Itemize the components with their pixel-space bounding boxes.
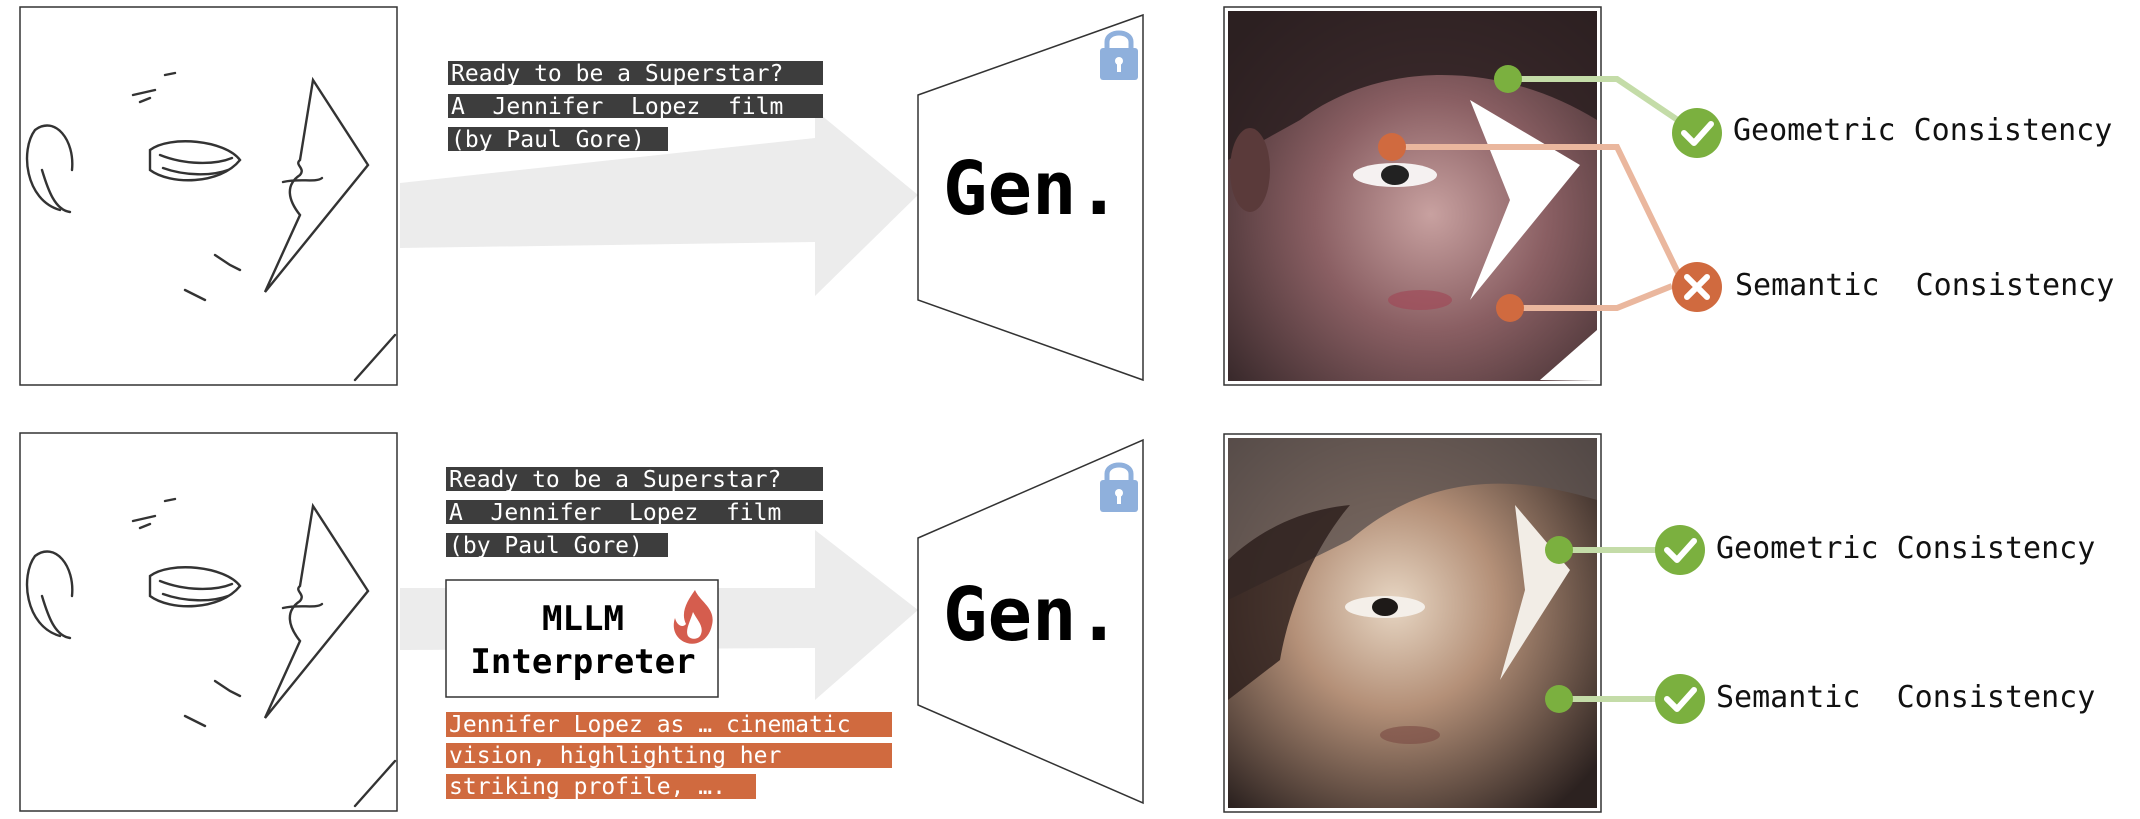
sketch-input-image <box>19 6 398 386</box>
generator-label: Gen. <box>943 146 1121 232</box>
anchor-point <box>1494 65 1522 93</box>
interpreted-line: Jennifer Lopez as … cinematic <box>449 712 851 738</box>
interpreter-label: MLLM <box>542 599 624 639</box>
consistency-links <box>1392 76 1699 311</box>
prompt-line: (by Paul Gore) <box>451 127 645 153</box>
text-prompt: Ready to be a Superstar? A Jennifer Lope… <box>446 467 823 559</box>
generated-image-baseline <box>1223 6 1602 386</box>
prompt-line: A Jennifer Lopez film <box>451 94 783 120</box>
check-circle-icon <box>1655 674 1705 724</box>
anchor-point <box>1496 294 1524 322</box>
semantic-consistency-label: Semantic Consistency <box>1716 680 2095 715</box>
generated-image-interpreted <box>1223 433 1602 813</box>
lock-icon <box>1100 30 1138 80</box>
interpreter-label: Interpreter <box>470 642 695 682</box>
semantic-consistency-label: Semantic Consistency <box>1735 268 2114 303</box>
row-baseline: Ready to be a Superstar? A Jennifer Lope… <box>19 6 2114 386</box>
anchor-point <box>1378 133 1406 161</box>
interpreted-line: striking profile, …. <box>449 774 726 800</box>
cross-circle-icon <box>1672 262 1722 312</box>
sketch-input-image <box>19 432 398 812</box>
anchor-point <box>1545 536 1573 564</box>
prompt-line: Ready to be a Superstar? <box>449 467 781 493</box>
lock-icon <box>1100 462 1138 512</box>
prompt-line: A Jennifer Lopez film <box>449 500 781 526</box>
anchor-point <box>1545 685 1573 713</box>
check-circle-icon <box>1655 525 1705 575</box>
generator-block: Gen. <box>917 438 1144 805</box>
generator-block: Gen. <box>917 13 1144 382</box>
prompt-line: (by Paul Gore) <box>449 533 643 559</box>
interpreted-line: vision, highlighting her <box>449 743 781 769</box>
check-circle-icon <box>1672 108 1722 158</box>
prompt-line: Ready to be a Superstar? <box>451 61 783 87</box>
flame-icon <box>673 590 713 644</box>
geometric-consistency-label: Geometric Consistency <box>1733 113 2112 148</box>
interpreted-prompt: Jennifer Lopez as … cinematic vision, hi… <box>446 712 892 800</box>
generator-label: Gen. <box>943 572 1121 658</box>
flow-arrow <box>400 110 918 296</box>
mllm-interpreter-block: MLLM Interpreter <box>445 579 719 698</box>
row-with-interpreter: Ready to be a Superstar? A Jennifer Lope… <box>19 432 2095 813</box>
text-prompt: Ready to be a Superstar? A Jennifer Lope… <box>448 61 823 153</box>
geometric-consistency-label: Geometric Consistency <box>1716 531 2095 566</box>
